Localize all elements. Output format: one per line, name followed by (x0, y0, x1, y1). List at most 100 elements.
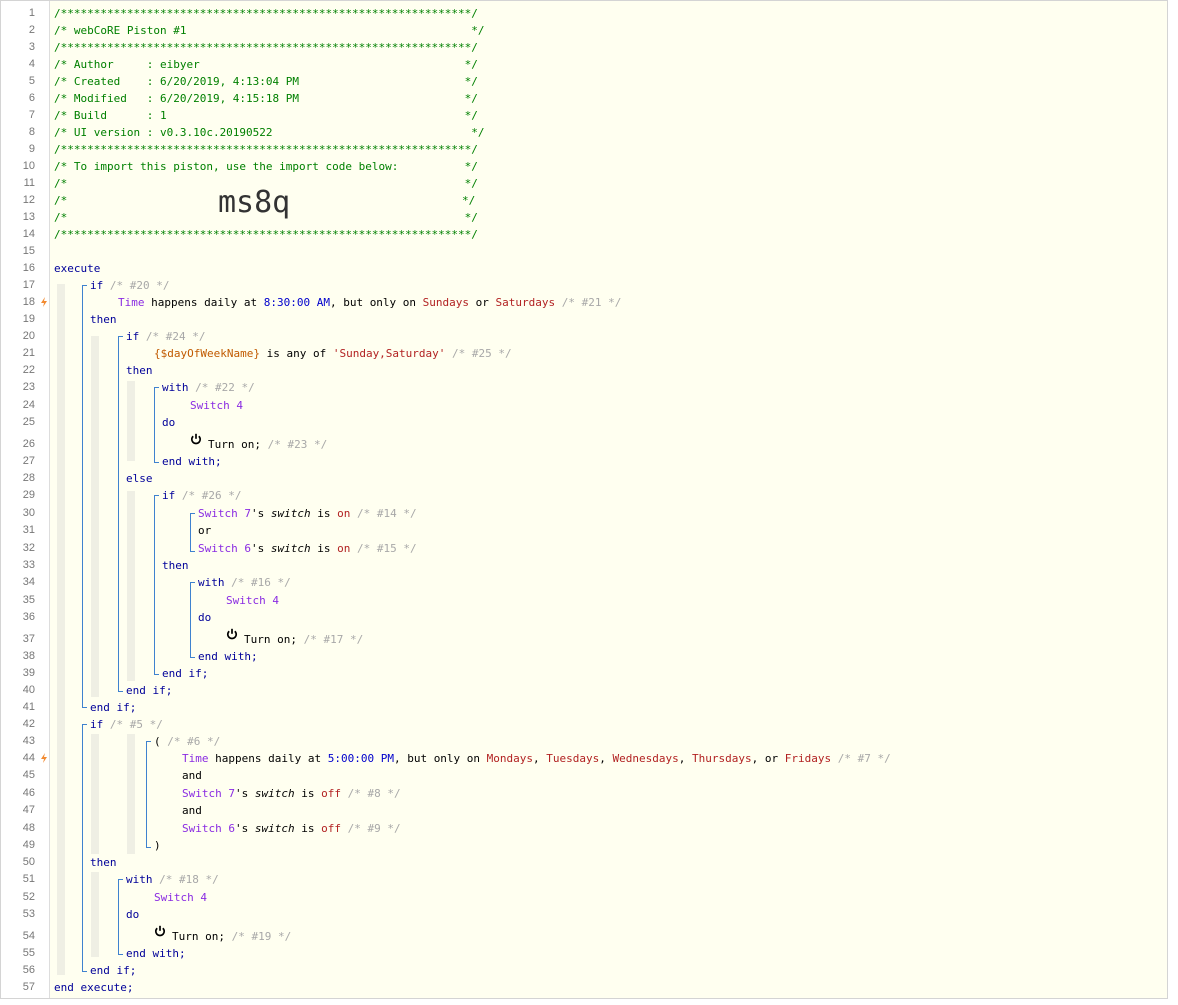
line-number: 50 (22, 856, 35, 868)
line-number: 35 (22, 594, 35, 606)
indent-band (91, 872, 99, 957)
block-bracket (190, 513, 195, 514)
line-number: 51 (22, 873, 35, 885)
line-number: 52 (22, 891, 35, 903)
attribute-name: switch (254, 822, 295, 835)
attribute-name: switch (270, 542, 311, 555)
action-turn-on-19[interactable]: Turn on; /* #19 */ (172, 930, 291, 943)
block-bracket (154, 495, 159, 496)
block-bracket (154, 495, 155, 674)
trigger-day: Fridays (784, 752, 832, 765)
action-turn-on-23[interactable]: Turn on; /* #23 */ (208, 438, 327, 451)
condition-text: 's (250, 542, 271, 555)
operator-or[interactable]: or (198, 524, 212, 537)
line-number: 56 (22, 964, 35, 976)
kw-if: if (162, 489, 176, 502)
line-number: 45 (22, 769, 35, 781)
line-number: 13 (22, 211, 35, 223)
trigger-condition-21[interactable]: Time happens daily at 8:30:00 AM, but on… (118, 296, 621, 309)
line-number: 47 (22, 804, 35, 816)
operator-and[interactable]: and (182, 769, 202, 782)
header-comment-open: /* (54, 194, 68, 207)
trigger-day: Mondays (486, 752, 534, 765)
action-turn-on-17[interactable]: Turn on; /* #17 */ (244, 633, 363, 646)
condition-8[interactable]: Switch 7's switch is off /* #8 */ (182, 787, 401, 800)
line-number: 46 (22, 787, 35, 799)
condition-text: 's (234, 822, 255, 835)
statement-id: /* #14 */ (356, 507, 417, 520)
import-code[interactable]: ms8q (218, 185, 291, 220)
statement-id: /* #23 */ (267, 438, 328, 451)
kw-execute[interactable]: execute (54, 262, 101, 275)
header-border: /***************************************… (54, 41, 478, 54)
condition-text: 's (234, 787, 255, 800)
line-number: 23 (22, 381, 35, 393)
line-number: 10 (22, 160, 35, 172)
if-statement-24[interactable]: if /* #24 */ (126, 330, 205, 343)
action-text: Turn on; (172, 930, 225, 943)
indent-band (57, 284, 65, 975)
trigger-text: , (533, 752, 547, 765)
statement-id: /* #21 */ (561, 296, 622, 309)
if-statement-26[interactable]: if /* #26 */ (162, 489, 241, 502)
block-bracket (190, 513, 191, 551)
condition-14[interactable]: Switch 7's switch is on /* #14 */ (198, 507, 417, 520)
group-6[interactable]: ( /* #6 */ (154, 735, 220, 748)
line-number: 54 (22, 930, 35, 942)
block-bracket (190, 582, 191, 657)
close-paren: ) (154, 839, 161, 852)
kw-if: if (90, 718, 104, 731)
if-statement-5[interactable]: if /* #5 */ (90, 718, 163, 731)
power-icon (226, 628, 238, 640)
line-number: 3 (28, 41, 35, 53)
trigger-text: , or (751, 752, 785, 765)
line-number: 33 (22, 559, 35, 571)
line-number: 5 (28, 75, 35, 87)
block-bracket (154, 387, 155, 462)
if-statement-20[interactable]: if /* #20 */ (90, 279, 169, 292)
device-switch-6: Switch 6 (182, 822, 235, 835)
operator-and[interactable]: and (182, 804, 202, 817)
line-number: 24 (22, 399, 35, 411)
with-statement-22[interactable]: with /* #22 */ (162, 381, 255, 394)
kw-with: with (198, 576, 225, 589)
kw-with: with (126, 873, 153, 886)
statement-id: /* #18 */ (159, 873, 219, 886)
line-number: 44 (22, 752, 35, 764)
kw-end-with: end with; (198, 650, 258, 663)
open-paren: ( (154, 735, 161, 748)
trigger-time: 8:30:00 AM (263, 296, 330, 309)
condition-9[interactable]: Switch 6's switch is off /* #9 */ (182, 822, 401, 835)
condition-15[interactable]: Switch 6's switch is on /* #15 */ (198, 542, 417, 555)
with-statement-18[interactable]: with /* #18 */ (126, 873, 219, 886)
block-bracket (146, 741, 151, 742)
line-number: 49 (22, 839, 35, 851)
device-switch-4[interactable]: Switch 4 (226, 594, 279, 607)
line-number: 1 (28, 7, 35, 19)
header-border: /***************************************… (54, 228, 478, 241)
trigger-time: 5:00:00 PM (327, 752, 394, 765)
kw-then: then (90, 313, 117, 326)
with-statement-16[interactable]: with /* #16 */ (198, 576, 291, 589)
condition-25[interactable]: {$dayOfWeekName} is any of 'Sunday,Satur… (154, 347, 512, 360)
line-number: 20 (22, 330, 35, 342)
indent-band (127, 381, 135, 461)
line-number: 25 (22, 416, 35, 428)
condition-value: 'Sunday,Saturday' (332, 347, 446, 360)
statement-id: /* #24 */ (145, 330, 206, 343)
trigger-condition-7[interactable]: Time happens daily at 5:00:00 PM, but on… (182, 752, 891, 765)
line-number: 27 (22, 455, 35, 467)
line-number: 48 (22, 822, 35, 834)
line-number: 28 (22, 472, 35, 484)
kw-with: with (162, 381, 189, 394)
device-switch-4[interactable]: Switch 4 (154, 891, 207, 904)
device-switch-4[interactable]: Switch 4 (190, 399, 243, 412)
statement-id: /* #15 */ (356, 542, 417, 555)
line-number: 18 (22, 296, 35, 308)
line-number: 15 (22, 245, 35, 257)
device-switch-7: Switch 7 (198, 507, 251, 520)
block-bracket (154, 674, 159, 675)
line-number: 19 (22, 313, 35, 325)
line-number: 40 (22, 684, 35, 696)
